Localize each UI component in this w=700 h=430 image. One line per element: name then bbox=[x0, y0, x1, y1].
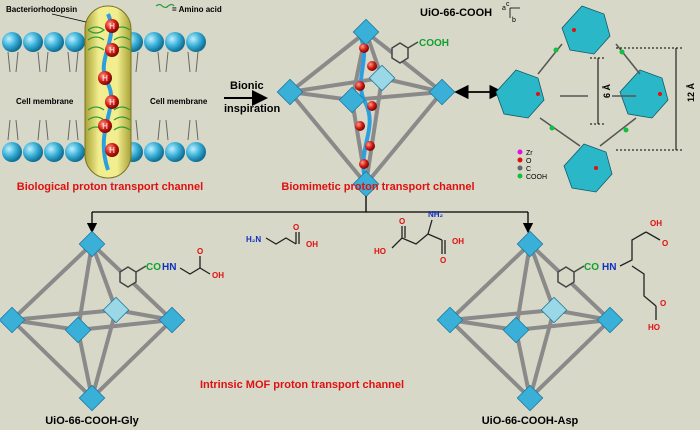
gly-acid-o: O bbox=[197, 247, 203, 256]
glycine-o: O bbox=[293, 223, 299, 232]
asp-acid-o-top: O bbox=[662, 239, 668, 248]
biomimetic-channel-caption: Biomimetic proton transport channel bbox=[281, 181, 474, 193]
uio-title: UiO-66-COOH bbox=[420, 7, 492, 19]
amino-acid-helices bbox=[87, 26, 131, 131]
asp-hn: HN bbox=[602, 262, 616, 273]
asp-ho: HO bbox=[374, 247, 386, 256]
crystal-structure-panel: UiO-66-COOH a c b 6 Å bbox=[420, 1, 696, 193]
pore-12a-label: 12 Å bbox=[686, 82, 696, 102]
asp-acid-oh: OH bbox=[650, 219, 662, 228]
biological-channel-panel: H H H H H H Bacteriorhodopsin = Amino ac… bbox=[2, 3, 222, 193]
cooh-linker: COOH bbox=[391, 38, 449, 64]
branch-arrows bbox=[86, 196, 534, 234]
amino-acid-legend-icon bbox=[155, 3, 175, 9]
asp-linker: CO HN OH O O HO bbox=[557, 219, 668, 332]
asp-acid-ho: HO bbox=[648, 323, 660, 332]
legend-zr: Zr bbox=[526, 150, 533, 157]
axis-a-label: a bbox=[502, 5, 506, 12]
gly-acid-oh: OH bbox=[212, 271, 224, 280]
leader-line bbox=[51, 13, 87, 23]
proton-label: H bbox=[109, 146, 115, 155]
cell-membrane-label-right: Cell membrane bbox=[150, 97, 208, 106]
asp-octahedron: CO HN OH O O HO UiO-66-COOH-Asp bbox=[436, 219, 668, 427]
gly-caption: UiO-66-COOH-Gly bbox=[45, 415, 139, 427]
element-legend: Zr O C COOH bbox=[517, 149, 547, 181]
intrinsic-channel-caption: Intrinsic MOF proton transport channel bbox=[200, 379, 404, 391]
asp-oh: OH bbox=[452, 237, 464, 246]
lipid-tails bbox=[7, 51, 199, 141]
gly-octahedron: CO HN O OH UiO-66-COOH-Gly bbox=[0, 230, 224, 427]
crystal-linkers bbox=[537, 43, 641, 147]
zr-clusters bbox=[495, 5, 669, 193]
cell-membrane-label-left: Cell membrane bbox=[16, 97, 74, 106]
coooh-dots bbox=[536, 28, 662, 170]
asp-o-top: O bbox=[399, 217, 405, 226]
proton-label: H bbox=[102, 74, 108, 83]
biomimetic-octahedron: COOH Biomimetic proton transport channel bbox=[276, 18, 475, 198]
gly-linker: CO HN O OH bbox=[119, 247, 224, 288]
amino-acid-legend-label: = Amino acid bbox=[172, 5, 222, 14]
protons: H H H H H H bbox=[98, 19, 119, 157]
legend-cooh: COOH bbox=[526, 174, 547, 181]
legend-o: O bbox=[526, 158, 532, 165]
bacteriorhodopsin-channel bbox=[84, 5, 132, 179]
proton-label: H bbox=[109, 22, 115, 31]
proton-label: H bbox=[109, 46, 115, 55]
cooh-label: COOH bbox=[419, 38, 449, 49]
bacteriorhodopsin-label: Bacteriorhodopsin bbox=[6, 5, 77, 14]
proton-label: H bbox=[109, 98, 115, 107]
gly-co: CO bbox=[146, 262, 161, 273]
asp-caption: UiO-66-COOH-Asp bbox=[482, 415, 579, 427]
arrow-label-line2: inspiration bbox=[224, 103, 281, 115]
asp-o-bottom: O bbox=[440, 256, 446, 265]
zr-nodes bbox=[276, 18, 456, 198]
glycine-molecule: H₂N OH O bbox=[246, 223, 318, 249]
glycine-oh: OH bbox=[306, 240, 318, 249]
asp-amine: NH₂ bbox=[428, 210, 444, 219]
pore-6a-label: 6 Å bbox=[602, 83, 612, 98]
legend-c: C bbox=[526, 166, 531, 173]
bionic-inspiration-arrow: Bionic inspiration bbox=[224, 80, 281, 115]
asp-acid-o-bottom: O bbox=[660, 299, 666, 308]
proton-label: H bbox=[102, 122, 108, 131]
arrow-label-line1: Bionic bbox=[230, 80, 264, 92]
axis-b-label: b bbox=[512, 17, 516, 24]
biomimetic-protons bbox=[355, 43, 377, 169]
biological-channel-caption: Biological proton transport channel bbox=[17, 181, 203, 193]
biomimetic-pathway bbox=[358, 35, 372, 183]
lipid-heads-bottom bbox=[2, 142, 206, 162]
axis-c-label: c bbox=[506, 1, 510, 8]
gly-hn: HN bbox=[162, 262, 176, 273]
asp-co: CO bbox=[584, 262, 599, 273]
aspartic-acid-molecule: NH₂ HO OH O O bbox=[374, 210, 464, 265]
glycine-amine: H₂N bbox=[246, 235, 261, 244]
